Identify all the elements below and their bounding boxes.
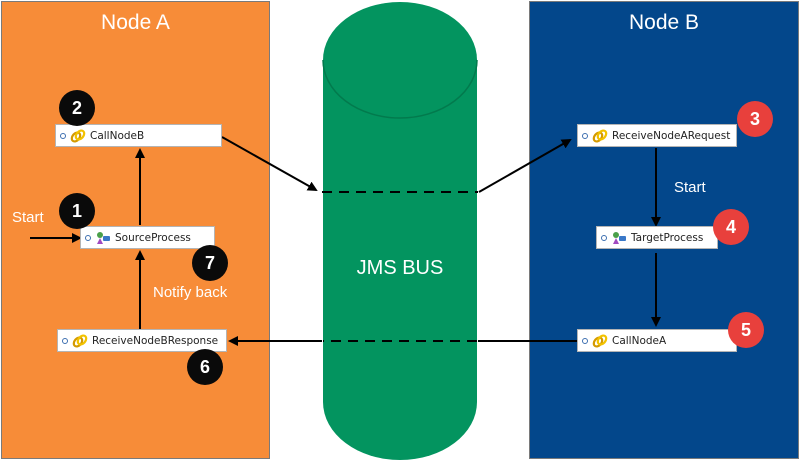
source-process-label: SourceProcess [115, 231, 191, 244]
start-label-node-b: Start [674, 179, 706, 196]
connector-handle [85, 234, 91, 241]
chain-link-icon [72, 333, 88, 348]
receive-node-b-response-label: ReceiveNodeBResponse [92, 334, 219, 347]
receive-node-b-response-activity[interactable]: ReceiveNodeBResponse [57, 329, 227, 352]
receive-node-a-request-label: ReceiveNodeARequest [612, 129, 731, 142]
call-node-a-activity[interactable]: CallNodeA [577, 329, 737, 352]
jms-bus-label: JMS BUS [356, 257, 444, 279]
process-icon [613, 231, 626, 244]
call-node-b-label: CallNodeB [90, 129, 145, 142]
call-node-a-label: CallNodeA [612, 334, 667, 347]
connector-handle [60, 132, 66, 139]
target-process-label: TargetProcess [631, 231, 704, 244]
node-b-panel: Node B [529, 1, 799, 459]
step-badge-7: 7 [192, 245, 228, 281]
chain-link-icon [70, 128, 86, 143]
start-label-node-a: Start [12, 209, 44, 226]
chain-link-icon [592, 128, 608, 143]
connector-handle [582, 132, 588, 139]
call-node-b-activity[interactable]: CallNodeB [55, 124, 222, 147]
step-badge-4: 4 [713, 209, 749, 245]
source-process-activity[interactable]: SourceProcess [80, 226, 215, 249]
receive-node-a-request-activity[interactable]: ReceiveNodeARequest [577, 124, 737, 147]
node-a-title: Node A [101, 11, 170, 34]
step-badge-5: 5 [728, 312, 764, 348]
step-badge-2: 2 [59, 90, 95, 126]
connector-handle [582, 337, 588, 344]
step-badge-6: 6 [187, 349, 223, 385]
step-badge-3: 3 [737, 101, 773, 137]
target-process-activity[interactable]: TargetProcess [596, 226, 718, 249]
connector-handle [601, 234, 607, 241]
node-b-title: Node B [628, 11, 700, 34]
process-icon [97, 231, 110, 244]
connector-handle [62, 337, 68, 344]
step-badge-1: 1 [59, 193, 95, 229]
chain-link-icon [592, 333, 608, 348]
notify-back-label: Notify back [153, 284, 228, 301]
